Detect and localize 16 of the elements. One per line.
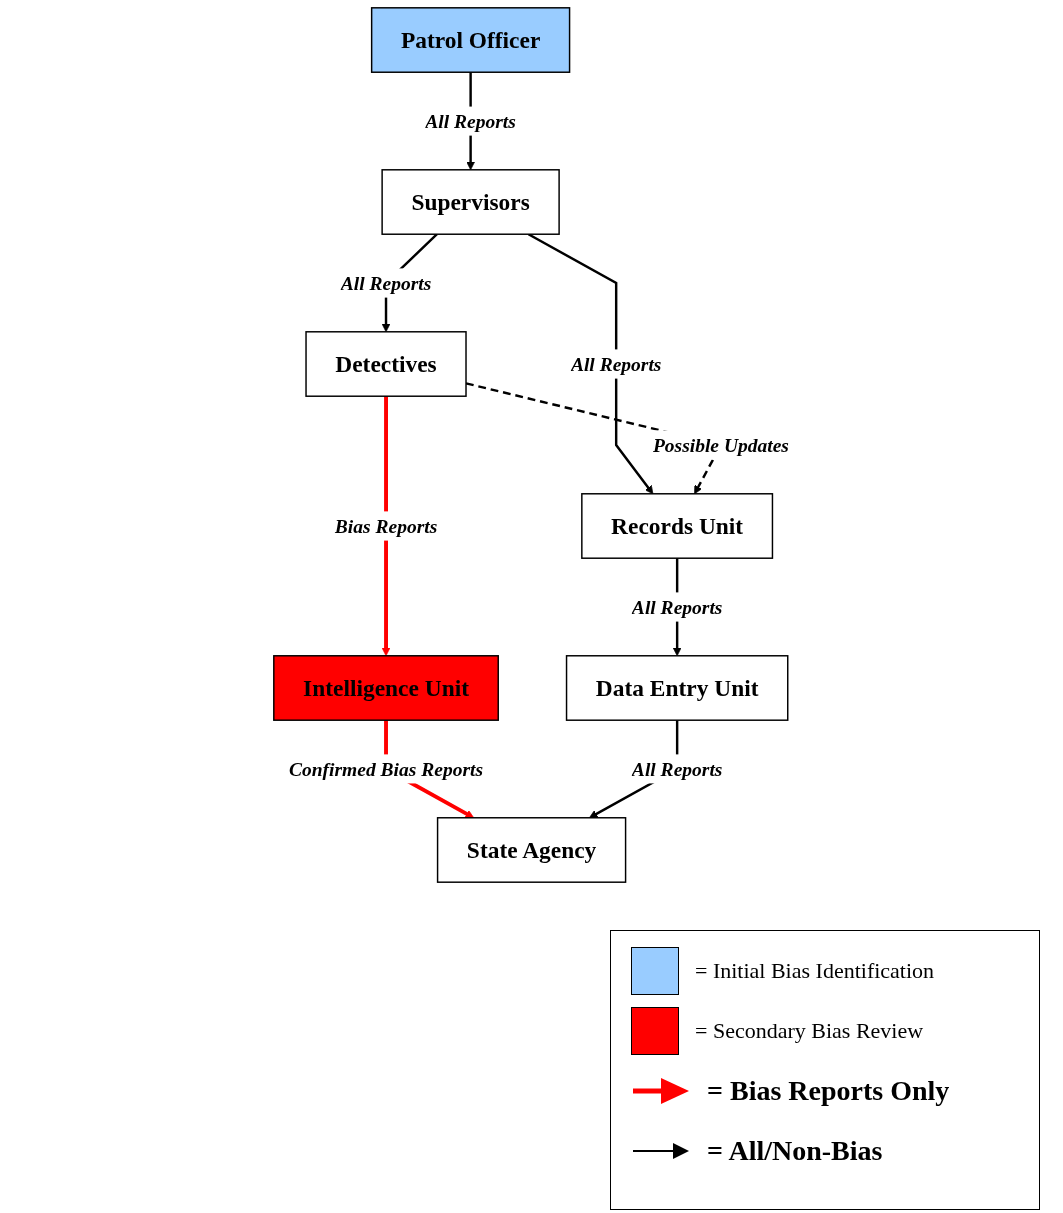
node-box: Data Entry Unit: [565, 655, 789, 721]
arrow: [381, 396, 391, 657]
node-box: State Agency: [436, 817, 627, 883]
legend-label: = All/Non-Bias: [707, 1135, 883, 1167]
node-box: Records Unit: [581, 493, 774, 559]
node-box: Supervisors: [381, 169, 560, 235]
edge-label: Possible Updates: [653, 434, 790, 456]
edge-label: Confirmed Bias Reports: [289, 758, 484, 780]
node-box: Intelligence Unit: [273, 655, 500, 721]
node-box: Detectives: [305, 331, 467, 397]
legend-label: = Secondary Bias Review: [695, 1018, 924, 1044]
edge-label: Bias Reports: [334, 515, 438, 537]
legend-label: = Initial Bias Identification: [695, 958, 935, 984]
arrow: [528, 233, 654, 495]
legend-label: = Bias Reports Only: [707, 1075, 950, 1107]
node-box: Patrol Officer: [371, 7, 571, 73]
